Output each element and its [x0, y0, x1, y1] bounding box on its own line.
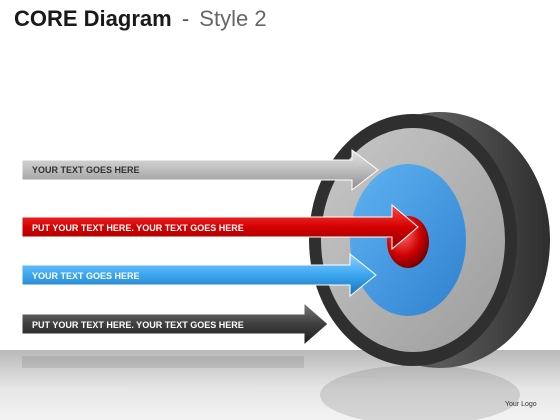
arrow-2-label: PUT YOUR TEXT HERE. YOUR TEXT GOES HERE: [32, 223, 244, 233]
arrow-2: PUT YOUR TEXT HERE. YOUR TEXT GOES HERE: [21, 203, 419, 251]
title-separator: -: [181, 6, 190, 31]
arrow-1: YOUR TEXT GOES HERE: [21, 148, 379, 192]
arrow-3-label: YOUR TEXT GOES HERE: [32, 271, 140, 281]
target: [309, 112, 550, 368]
arrow-4: PUT YOUR TEXT HERE. YOUR TEXT GOES HERE: [21, 301, 329, 347]
title-style: Style 2: [199, 6, 267, 31]
title-main: CORE Diagram: [14, 6, 172, 31]
logo-text: Your Logo: [505, 401, 537, 408]
arrow-3: YOUR TEXT GOES HERE: [21, 252, 377, 298]
arrow-4-label: PUT YOUR TEXT HERE. YOUR TEXT GOES HERE: [32, 320, 244, 330]
page-title: CORE Diagram - Style 2: [14, 6, 267, 32]
reflection: [22, 356, 520, 420]
arrow-1-label: YOUR TEXT GOES HERE: [32, 165, 140, 175]
